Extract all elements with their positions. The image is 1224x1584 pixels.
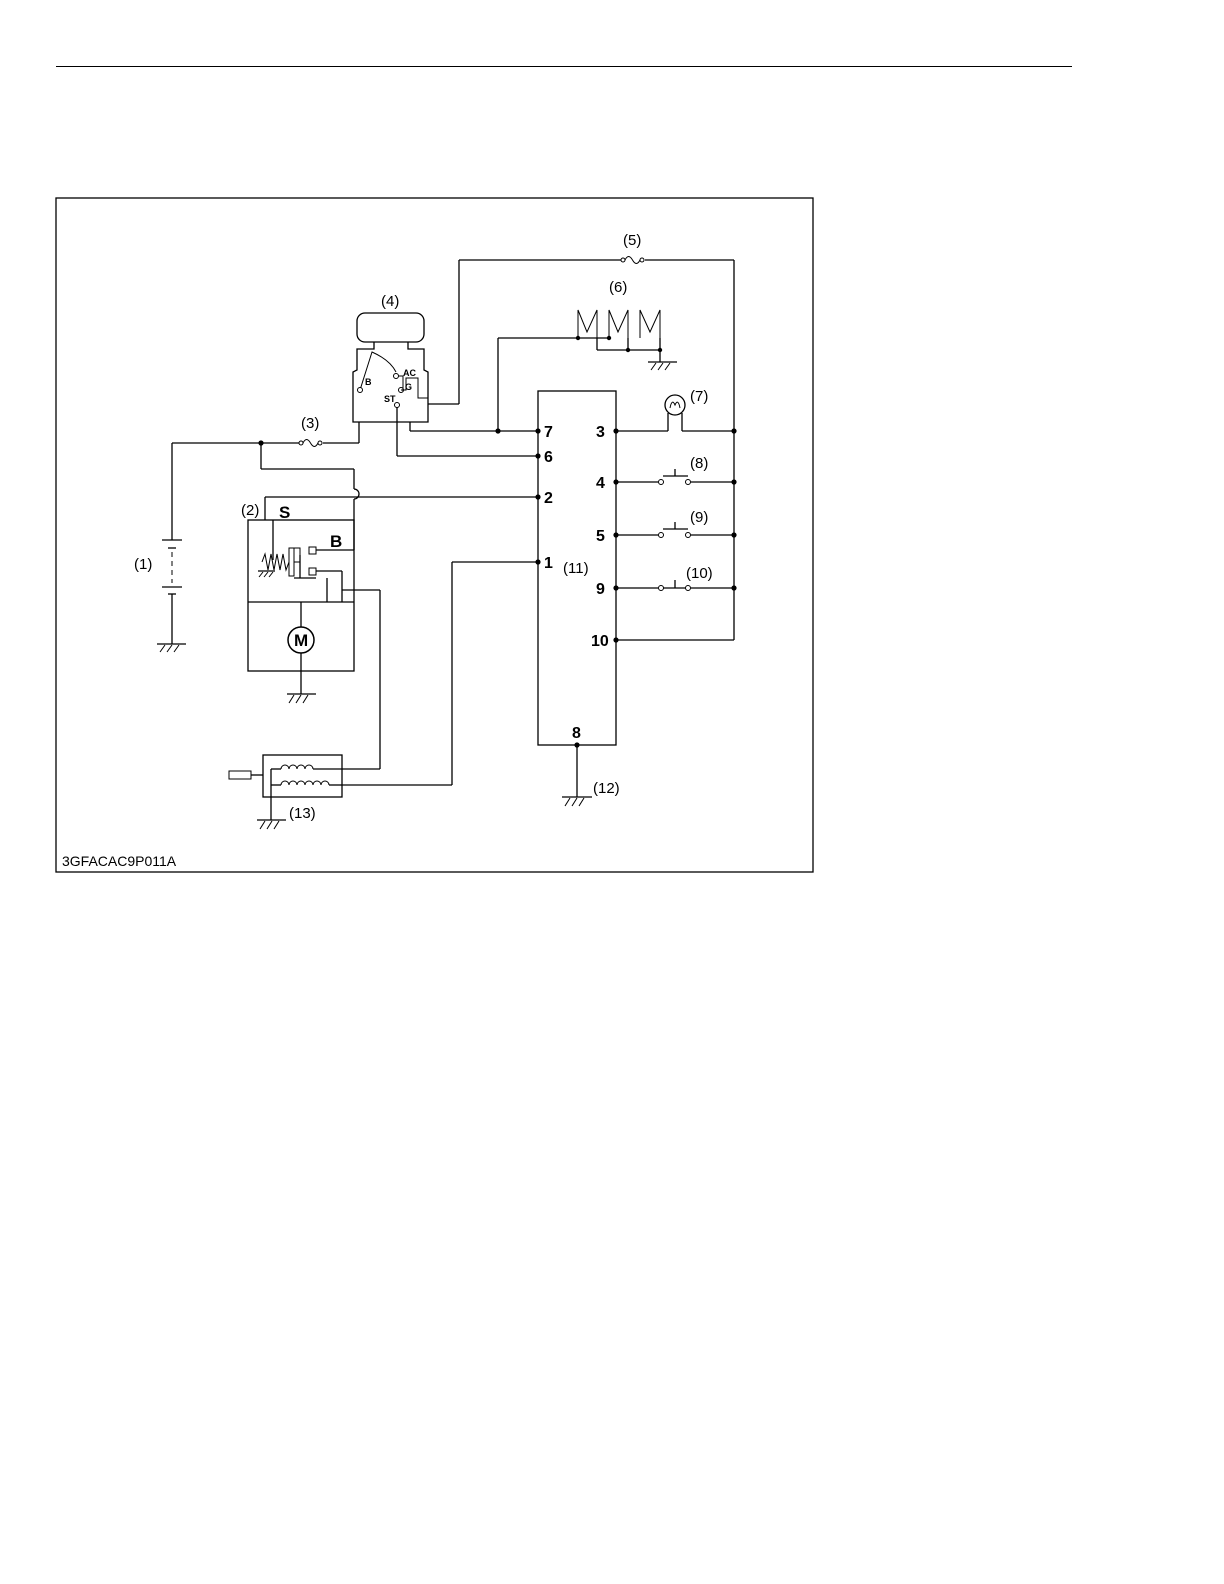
key-terminal-st: ST <box>384 394 396 404</box>
callout-4: (4) <box>381 293 399 310</box>
battery-ground-icon <box>157 644 186 652</box>
callout-12: (12) <box>593 780 620 797</box>
pin-4-label: 4 <box>596 475 605 492</box>
pin-1-label: 1 <box>544 555 553 572</box>
battery-symbol <box>162 443 182 644</box>
ground-12-icon <box>562 742 592 806</box>
pin-2-label: 2 <box>544 490 553 507</box>
callout-7: (7) <box>690 388 708 405</box>
callout-10: (10) <box>686 565 713 582</box>
pin-1-wire <box>342 562 538 785</box>
pin-10-label: 10 <box>591 633 609 650</box>
key-terminal-g: G <box>405 382 412 392</box>
callout-8: (8) <box>690 455 708 472</box>
glow-plugs-icon <box>576 310 677 370</box>
ignition-wire-7 <box>410 338 578 434</box>
pin-5-label: 5 <box>596 528 605 545</box>
callout-3: (3) <box>301 415 319 432</box>
callout-9: (9) <box>690 509 708 526</box>
callout-1: (1) <box>134 556 152 573</box>
key-terminal-b: B <box>365 377 372 387</box>
starter-icon <box>248 497 538 703</box>
callout-6: (6) <box>609 279 627 296</box>
starter-terminal-b: B <box>330 532 342 551</box>
motor-label: M <box>294 631 308 650</box>
fuse-5-icon <box>621 257 644 264</box>
switch-8-icon <box>616 469 737 485</box>
switch-10-icon <box>616 580 737 591</box>
callout-13: (13) <box>289 805 316 822</box>
pin-9-label: 9 <box>596 581 605 598</box>
switch-9-icon <box>616 522 737 538</box>
relay-13-icon <box>229 755 342 829</box>
indicator-lamp-icon <box>616 395 737 434</box>
key-terminal-ac: AC <box>403 368 416 378</box>
callout-2: (2) <box>241 502 259 519</box>
figure-code: 3GFACAC9P011A <box>62 853 177 869</box>
callout-11: (11) <box>563 560 589 577</box>
relay-feed-wire <box>342 590 380 769</box>
callout-5: (5) <box>623 232 641 249</box>
key-switch-icon <box>353 313 428 422</box>
starter-terminal-s: S <box>279 503 290 522</box>
battery-positive-wire <box>172 422 359 550</box>
fuse-3-icon <box>299 440 322 447</box>
pin-6-label: 6 <box>544 449 553 466</box>
pin-3-label: 3 <box>596 424 605 441</box>
pin-8-label: 8 <box>572 725 581 742</box>
pin-7-label: 7 <box>544 424 553 441</box>
